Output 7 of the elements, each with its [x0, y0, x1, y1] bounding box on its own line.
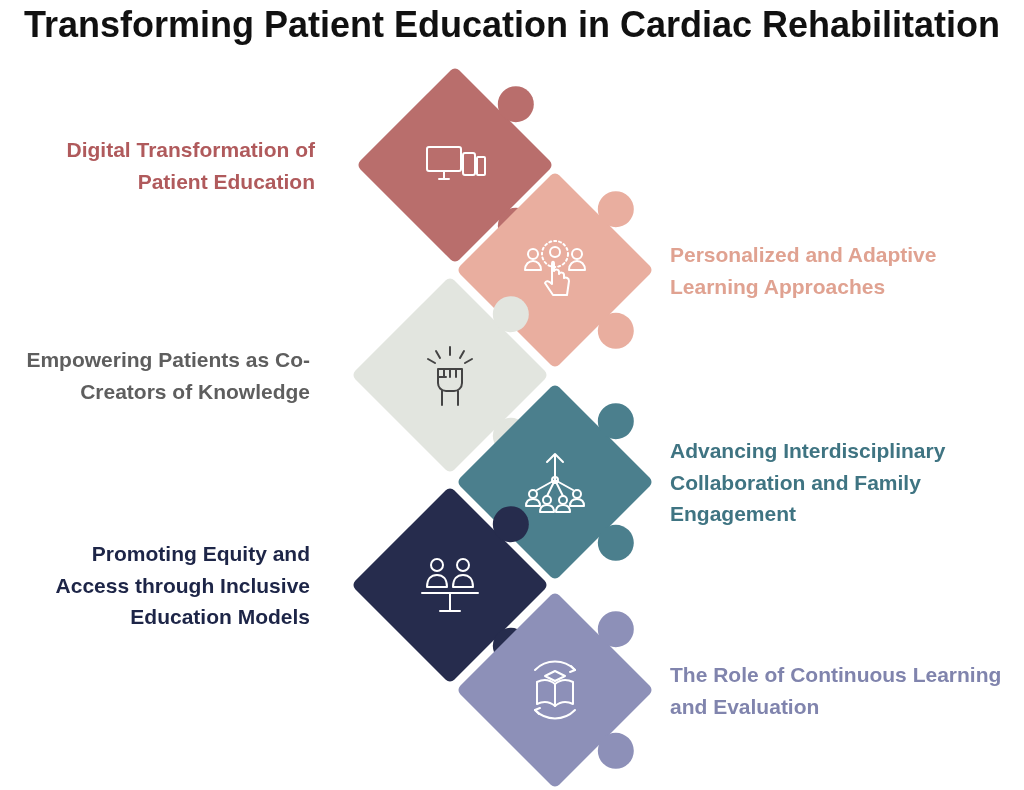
section-label: Promoting Equity and Access through Inclusive Education Models [54, 540, 310, 630]
title: Transforming Patient Education in Cardiac Rehabilitation [22, 4, 1002, 46]
section-label: Personalized and Adaptive Learning Approaches [670, 241, 938, 300]
section-label: Digital Transformation of Patient Education [65, 136, 315, 194]
section-label: Empowering Patients as Co-Creators of Knowledge [25, 346, 310, 405]
section-label: Advancing Interdisciplinary Collaboration and Family Engagement [670, 437, 947, 527]
section-label: The Role of Continuous Learning and Evaluation [670, 661, 1003, 719]
